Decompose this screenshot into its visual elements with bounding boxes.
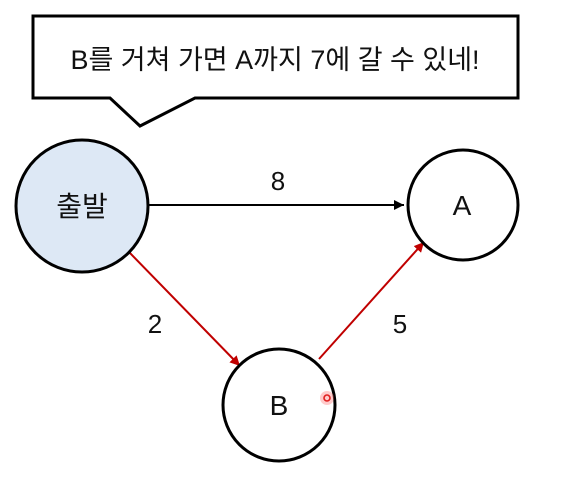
speech-bubble-shape bbox=[31, 14, 520, 128]
edge-b-to-a-weight: 5 bbox=[393, 309, 407, 339]
edge-b-to-a-line bbox=[318, 241, 425, 360]
node-a-circle bbox=[406, 148, 520, 262]
pointer-glow bbox=[320, 391, 334, 405]
node-b-circle bbox=[221, 347, 337, 463]
node-a: A bbox=[406, 148, 520, 262]
pointer-cursor bbox=[320, 391, 334, 405]
edge-start-to-a-weight: 8 bbox=[271, 166, 285, 196]
pointer-dot bbox=[323, 394, 331, 402]
node-start-circle bbox=[14, 138, 150, 274]
speech-bubble: B를 거쳐 가면 A까지 7에 갈 수 있네! bbox=[31, 14, 520, 128]
node-b: B bbox=[221, 347, 337, 463]
edge-b-to-a: 5 bbox=[318, 241, 425, 360]
node-b-label: B bbox=[270, 390, 289, 421]
node-a-label: A bbox=[453, 190, 472, 221]
edge-start-to-b-line bbox=[127, 250, 241, 367]
edge-start-to-a: 8 bbox=[149, 166, 404, 210]
edge-start-to-b: 2 bbox=[127, 250, 241, 367]
node-start: 출발 bbox=[14, 138, 150, 274]
speech-bubble-text: B를 거쳐 가면 A까지 7에 갈 수 있네! bbox=[70, 45, 479, 75]
edge-start-to-b-weight: 2 bbox=[148, 309, 162, 339]
node-start-label: 출발 bbox=[56, 191, 108, 222]
